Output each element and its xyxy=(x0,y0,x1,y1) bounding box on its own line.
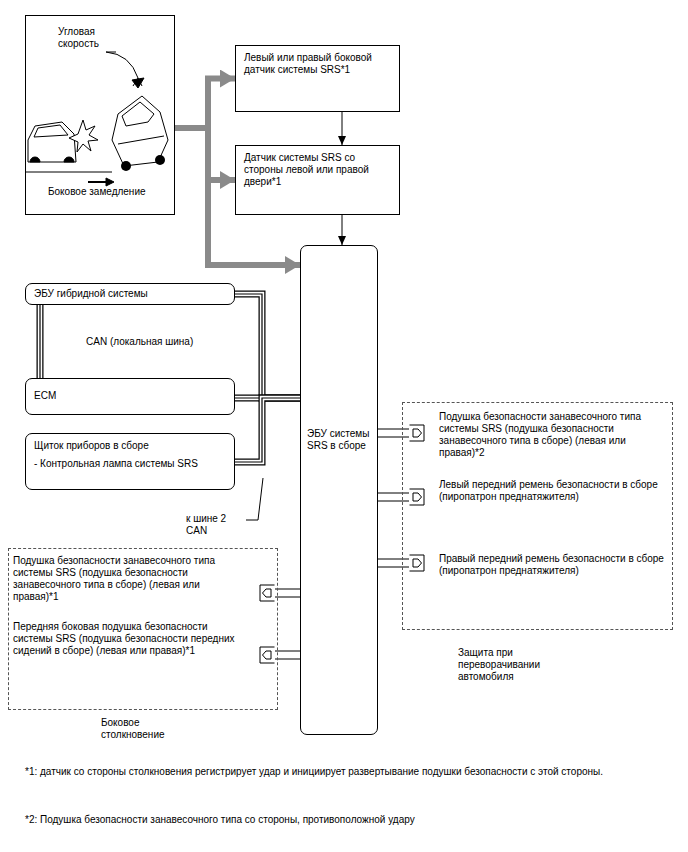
connector-stroke xyxy=(275,597,300,598)
squib-connector xyxy=(257,645,275,665)
connector-stroke xyxy=(235,398,300,462)
signal-line xyxy=(342,215,343,245)
leader-line xyxy=(246,478,263,520)
connector-stroke xyxy=(235,398,300,462)
node-title: Защита при переворачивании автомобиля xyxy=(458,647,558,683)
bus-label: CAN (локальная шина) xyxy=(86,336,226,348)
bus-label: к шине 2 CAN xyxy=(186,513,248,537)
node-title: Датчик системы SRS со стороны левой или … xyxy=(244,152,391,188)
node-title: ЭБУ системы SRS в сборе xyxy=(307,428,373,452)
pretensioner-item: Правый передний ремень безопасности в сб… xyxy=(409,553,671,589)
connector-stroke xyxy=(38,305,43,378)
signal-line xyxy=(342,112,343,145)
ecu-box: ЭБУ системы SRS в сборе xyxy=(300,245,378,735)
pretensioner-item: Левый передний ремень безопасности в сбо… xyxy=(409,479,671,515)
ecu-box: ECM xyxy=(25,378,235,415)
ecu-box: ЭБУ гибридной системы xyxy=(25,283,235,305)
connector-stroke xyxy=(235,294,300,398)
input-arrow xyxy=(175,79,235,129)
can-bus xyxy=(235,294,300,398)
node-title: Боковое столкновение xyxy=(101,717,181,741)
connector-stroke xyxy=(378,437,409,438)
node-title: Левый передний ремень безопасности в сбо… xyxy=(439,479,671,503)
connector-stroke xyxy=(378,559,409,560)
connector-stroke xyxy=(275,651,300,652)
signal-line xyxy=(275,589,300,597)
connector-stroke xyxy=(342,112,343,145)
node-detail: - Контрольная лампа системы SRS xyxy=(34,458,226,470)
signal-line xyxy=(378,429,409,437)
dashed-group: Защита при переворачивании автомобиляПод… xyxy=(402,402,673,630)
can-bus xyxy=(40,305,41,378)
signal-line xyxy=(378,493,409,501)
connector-stroke xyxy=(37,305,44,378)
can-bus xyxy=(235,398,300,462)
node-title: ЭБУ гибридной системы xyxy=(34,288,226,300)
connector-stroke xyxy=(378,493,409,494)
connector-stroke xyxy=(378,429,409,430)
airbag-item: Передняя боковая подушка безопасности си… xyxy=(13,621,275,681)
node-title: Левый или правый боковой датчик системы … xyxy=(244,52,391,76)
connector-stroke xyxy=(235,294,300,398)
sensor-box: Левый или правый боковой датчик системы … xyxy=(235,45,400,112)
signal-line xyxy=(378,559,409,567)
squib-connector xyxy=(409,423,427,443)
instrument-box: Щиток приборов в сборе - Контрольная ламп… xyxy=(25,433,235,490)
connector-stroke xyxy=(39,305,40,378)
connector-stroke xyxy=(378,501,409,502)
sensor-box: Датчик системы SRS со стороны левой или … xyxy=(235,145,400,215)
footnote: *2: Подушка безопасности занавесочного т… xyxy=(25,814,665,826)
connector-stroke xyxy=(235,294,300,398)
airbag-item: Подушка безопасности занавесочного типа … xyxy=(13,555,275,615)
node-title: Подушка безопасности занавесочного типа … xyxy=(13,555,245,603)
node-title: Правый передний ремень безопасности в сб… xyxy=(439,553,671,577)
connector-stroke xyxy=(175,79,235,129)
crash-illustration xyxy=(26,16,174,214)
connector-stroke xyxy=(275,589,300,590)
squib-connector xyxy=(409,487,427,507)
connector-stroke xyxy=(378,567,409,568)
squib-connector xyxy=(257,583,275,603)
connector-stroke xyxy=(342,215,343,245)
footnote: *1: датчик со стороны столкновения регис… xyxy=(25,766,665,778)
connector-stroke xyxy=(275,659,300,660)
node-title: Передняя боковая подушка безопасности си… xyxy=(13,621,245,657)
node-title: Подушка безопасности занавесочного типа … xyxy=(439,411,671,459)
squib-connector xyxy=(409,553,427,573)
node-title: Угловая скорость xyxy=(58,26,108,50)
node-title: ECM xyxy=(34,390,226,402)
scenario-illustration: Угловая скоростьБоковое замедление xyxy=(25,15,175,215)
node-title: Щиток приборов в сборе xyxy=(34,440,226,452)
dashed-group: Боковое столкновениеПодушка безопасности… xyxy=(8,548,278,710)
node-detail: Боковое замедление xyxy=(48,186,168,198)
connector-stroke xyxy=(235,398,300,462)
signal-line xyxy=(275,651,300,659)
airbag-item: Подушка безопасности занавесочного типа … xyxy=(409,411,671,469)
